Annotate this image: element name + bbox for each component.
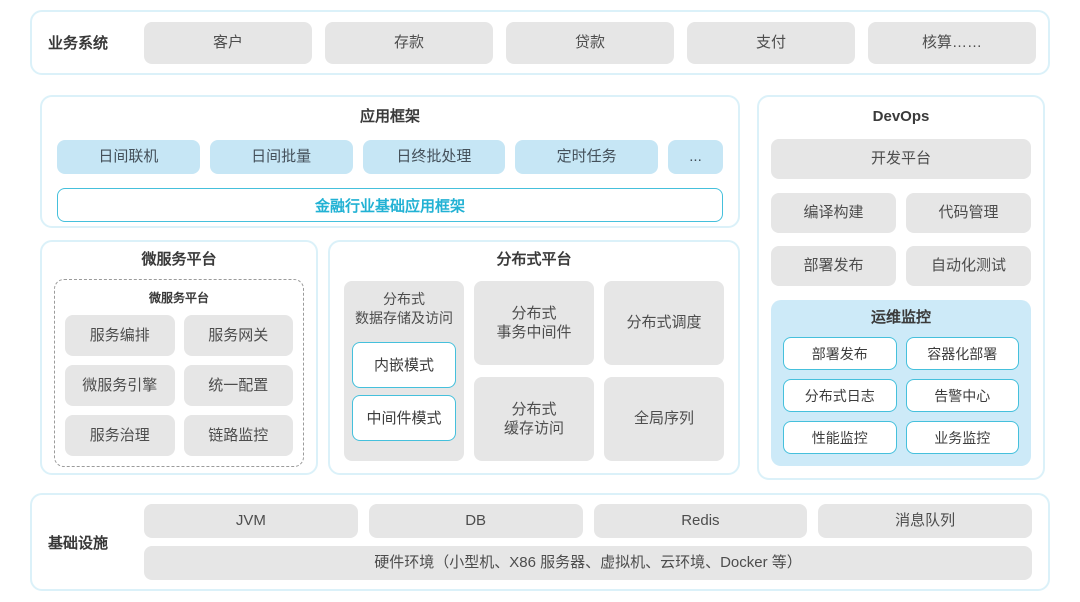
block-ops-deploy-release: 部署发布 — [783, 337, 897, 370]
business-systems-panel: 业务系统 客户 存款 贷款 支付 核算…… — [30, 10, 1050, 75]
block-distributed-logging: 分布式日志 — [783, 379, 897, 412]
infrastructure-label: 基础设施 — [48, 534, 109, 552]
infrastructure-panel: 基础设施 JVM DB Redis 消息队列 硬件环境（小型机、X86 服务器、… — [30, 493, 1050, 591]
ops-monitoring-title: 运维监控 — [870, 309, 931, 326]
block-loan: 贷款 — [506, 21, 674, 64]
block-unified-config: 统一配置 — [183, 365, 293, 406]
block-automated-testing: 自动化测试 — [906, 246, 1031, 286]
infrastructure-rows: JVM DB Redis 消息队列 硬件环境（小型机、X86 服务器、虚拟机、云… — [144, 504, 1032, 580]
business-systems-row: 客户 存款 贷款 支付 核算…… — [144, 21, 1036, 64]
block-distributed-transaction-middleware: 分布式 事务中间件 — [474, 281, 594, 365]
block-more-ellipsis: ... — [668, 140, 723, 174]
business-systems-label: 业务系统 — [48, 35, 109, 52]
block-payment: 支付 — [687, 21, 855, 64]
block-jvm: JVM — [144, 504, 358, 538]
block-dev-platform: 开发平台 — [771, 139, 1031, 179]
block-compile-build: 编译构建 — [771, 193, 896, 233]
microservices-title: 微服务平台 — [141, 251, 217, 268]
block-business-monitoring: 业务监控 — [905, 421, 1019, 454]
devops-panel: DevOps 开发平台 编译构建 代码管理 部署发布 自动化测试 运维监控 部署… — [757, 95, 1045, 480]
block-distributed-data-storage: 分布式 数据存储及访问 内嵌模式 中间件模式 — [344, 281, 464, 461]
ops-monitoring-grid: 部署发布 容器化部署 分布式日志 告警中心 性能监控 业务监控 — [783, 337, 1019, 454]
app-framework-panel: 应用框架 日间联机 日间批量 日终批处理 定时任务 ... 金融行业基础应用框架 — [40, 95, 740, 228]
ops-monitoring-block: 运维监控 部署发布 容器化部署 分布式日志 告警中心 性能监控 业务监控 — [771, 300, 1031, 466]
block-service-governance: 服务治理 — [65, 415, 175, 456]
block-customer: 客户 — [144, 21, 312, 64]
devops-grid: 编译构建 代码管理 部署发布 自动化测试 — [771, 193, 1031, 286]
block-eod-batch: 日终批处理 — [362, 140, 506, 174]
infrastructure-row: JVM DB Redis 消息队列 — [144, 504, 1032, 538]
block-performance-monitoring: 性能监控 — [783, 421, 897, 454]
devops-title: DevOps — [872, 108, 930, 125]
block-code-management: 代码管理 — [906, 193, 1031, 233]
block-daytime-online: 日间联机 — [57, 140, 200, 174]
block-global-sequence: 全局序列 — [604, 377, 724, 461]
block-db: DB — [368, 504, 583, 538]
block-hardware-environment: 硬件环境（小型机、X86 服务器、虚拟机、云环境、Docker 等） — [144, 546, 1032, 580]
block-distributed-scheduling: 分布式调度 — [604, 281, 724, 365]
block-daytime-batch: 日间批量 — [209, 140, 353, 174]
microservices-grid: 服务编排 服务网关 微服务引擎 统一配置 服务治理 链路监控 — [65, 315, 293, 456]
app-framework-row: 日间联机 日间批量 日终批处理 定时任务 ... — [57, 140, 723, 174]
distributed-data-storage-label: 分布式 数据存储及访问 — [355, 291, 453, 326]
block-accounting: 核算…… — [868, 21, 1036, 64]
block-container-deployment: 容器化部署 — [905, 337, 1019, 370]
distributed-grid: 分布式 数据存储及访问 内嵌模式 中间件模式 分布式 事务中间件 分布式调度 分… — [344, 281, 724, 461]
block-middleware-mode: 中间件模式 — [352, 394, 456, 441]
block-trace-monitoring: 链路监控 — [183, 415, 293, 456]
block-message-queue: 消息队列 — [818, 504, 1032, 538]
block-service-orchestration: 服务编排 — [65, 315, 175, 356]
block-alert-center: 告警中心 — [905, 379, 1019, 412]
distributed-title: 分布式平台 — [496, 251, 572, 268]
microservices-inner-title: 微服务平台 — [148, 291, 209, 305]
block-redis: Redis — [593, 504, 808, 538]
distributed-panel: 分布式平台 分布式 数据存储及访问 内嵌模式 中间件模式 分布式 事务中间件 分… — [328, 240, 740, 475]
finance-base-framework-box: 金融行业基础应用框架 — [57, 188, 723, 222]
block-deploy-release: 部署发布 — [771, 246, 896, 286]
block-service-gateway: 服务网关 — [183, 315, 293, 356]
block-distributed-cache-access: 分布式 缓存访问 — [474, 377, 594, 461]
block-microservice-engine: 微服务引擎 — [65, 365, 175, 406]
block-deposit: 存款 — [325, 21, 493, 64]
microservices-panel: 微服务平台 微服务平台 服务编排 服务网关 微服务引擎 统一配置 服务治理 链路… — [40, 240, 318, 475]
block-scheduled-tasks: 定时任务 — [515, 140, 658, 174]
microservices-inner-box: 微服务平台 服务编排 服务网关 微服务引擎 统一配置 服务治理 链路监控 — [54, 279, 304, 467]
block-embedded-mode: 内嵌模式 — [352, 341, 456, 388]
app-framework-title: 应用框架 — [359, 108, 420, 125]
